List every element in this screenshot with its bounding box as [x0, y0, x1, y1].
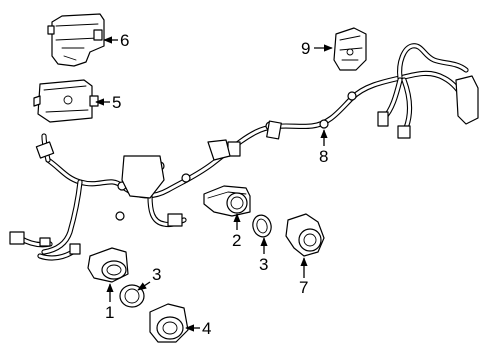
sensor-holder-part-5 [285, 213, 325, 257]
callout-6: 5 [112, 93, 121, 112]
callout-2: 2 [232, 231, 241, 250]
control-module-part-6 [33, 79, 99, 123]
sensor-holder-part-4 [149, 303, 189, 343]
callout-1: 1 [105, 303, 114, 322]
connector-part-9 [333, 27, 367, 71]
callout-8: 8 [319, 147, 328, 166]
wiring-harness-part-8 [9, 43, 479, 261]
sensor-bracket-part-2 [203, 185, 251, 217]
sensor-part-1 [87, 247, 129, 283]
callout-7: 6 [120, 31, 129, 50]
callout-5: 7 [299, 278, 308, 297]
callout-9: 9 [301, 39, 310, 58]
module-bracket-part-7 [47, 13, 105, 67]
callout-3-left: 3 [152, 265, 161, 284]
retainer-ring-part-3-right [252, 214, 272, 238]
callout-3-right: 3 [259, 255, 268, 274]
callout-4: 4 [202, 319, 211, 338]
